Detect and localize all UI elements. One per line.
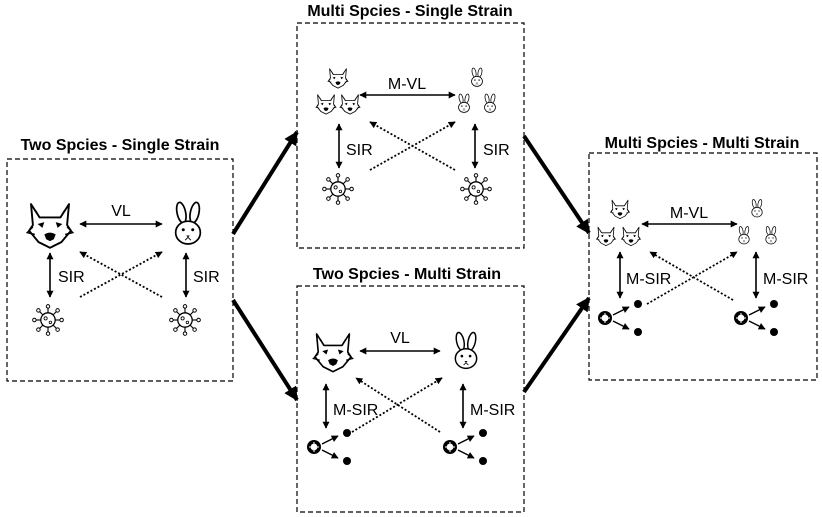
rabbit-icon [454,331,478,370]
prey-disease-label: SIR [483,142,510,159]
wolf-icon [26,203,74,249]
virus-icon [321,172,355,206]
predator-disease-label: SIR [58,269,85,286]
panel-border [296,22,525,249]
panel-title: Two Spcies - Single Strain [21,137,220,154]
predation-label: VL [390,330,410,347]
rabbit-icon [483,93,497,113]
strain-tree-icon [443,429,487,465]
prey-disease-label: SIR [193,269,220,286]
rabbit-icon [457,93,471,113]
rabbit-icon [751,198,763,218]
wolf-icon [610,199,630,220]
extension-arrow [231,298,299,402]
strain-tree-icon [598,300,642,336]
wolf-icon [327,68,349,89]
panel-title: Two Spcies - Multi Strain [313,266,501,283]
predator-disease-label: M-SIR [333,402,378,419]
rabbit-icon [738,225,750,245]
rabbit-icon [174,200,202,245]
extension-arrow [231,130,299,236]
panel-border [6,158,234,382]
wolf-icon [596,226,616,247]
panel-two-species-multi-strain: Two Spcies - Multi Strain VL M-SIR M-SIR [296,266,525,513]
cross-infection-arrow [79,251,163,298]
cross-infection-arrow [646,251,738,305]
wolf-icon [312,333,354,373]
panel-title: Multi Spcies - Multi Strain [605,135,800,152]
cross-infection-arrow [369,121,456,171]
strain-tree-icon [734,300,778,336]
cross-infection-arrow [351,377,443,433]
panel-multi-species-multi-strain: Multi Spcies - Multi Strain M-VL M-SIR M… [588,135,818,381]
rabbit-icon [470,67,484,87]
wolf-icon [621,226,641,247]
predation-label: VL [111,203,131,220]
cross-infection-arrow [355,377,441,433]
virus-icon [168,303,202,337]
panel-two-species-single-strain: Two Spcies - Single Strain VL SIR SIR [6,137,234,382]
panel-border [588,152,818,381]
panel-title: Multi Spcies - Single Strain [307,3,512,20]
rabbit-icon [765,225,777,245]
prey-disease-label: M-SIR [763,271,808,288]
predator-disease-label: M-SIR [626,271,671,288]
predation-label: M-VL [670,205,708,222]
wolf-icon [315,94,337,115]
panel-border [296,285,525,513]
predation-label: M-VL [388,76,426,93]
panel-multi-species-single-strain: Multi Spcies - Single Strain M-VL SIR SI… [296,3,525,249]
wolf-icon [339,94,361,115]
extension-arrow [522,134,591,235]
extension-arrows [231,130,591,402]
extension-arrow [522,296,591,394]
predator-disease-label: SIR [346,142,373,159]
virus-icon [459,172,493,206]
virus-icon [31,303,65,337]
prey-disease-label: M-SIR [470,402,515,419]
cross-infection-arrow [79,251,163,298]
strain-tree-icon [307,429,351,465]
